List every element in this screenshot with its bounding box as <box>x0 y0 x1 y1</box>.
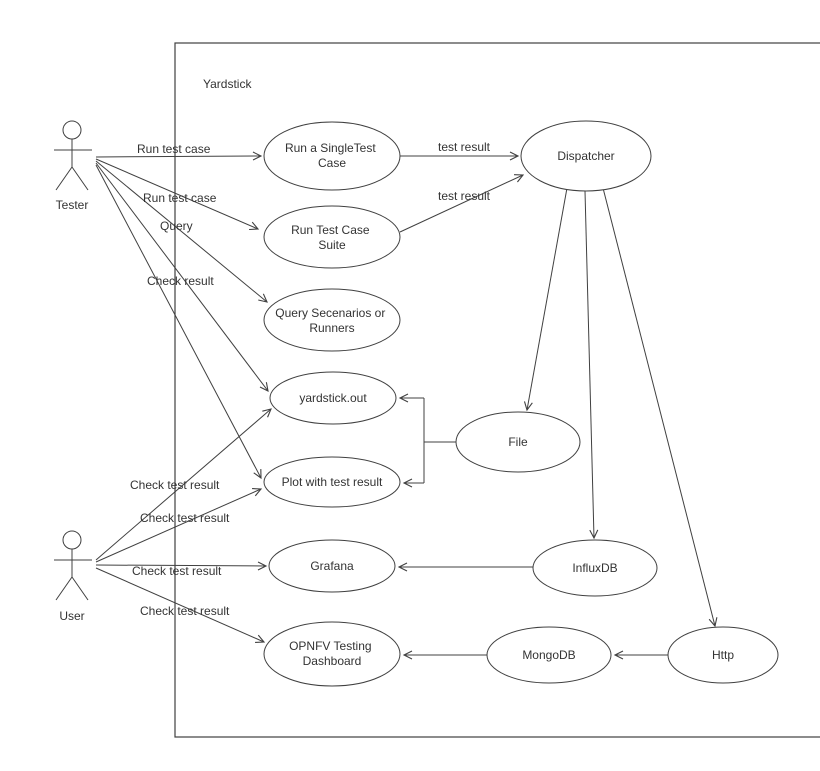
dispatcher-ellipse <box>520 120 652 192</box>
node-grafana: Grafana <box>268 539 396 593</box>
run-single-label: Run a SingleTest Case <box>285 141 379 170</box>
file-label: File <box>508 435 528 449</box>
edge-user-opnfv <box>95 567 266 643</box>
grafana-label: Grafana <box>310 559 354 573</box>
edge-user-plot <box>95 488 263 563</box>
system-title: Yardstick <box>203 77 252 91</box>
run-suite-ellipse <box>263 205 401 269</box>
node-query-scenarios: Query Secenarios or Runners <box>263 288 401 352</box>
edge-tester-run-single <box>95 151 263 161</box>
mongodb-ellipse <box>486 626 612 684</box>
opnfv-ellipse <box>263 621 401 687</box>
edge-label-check-test-result-1: Check test result <box>130 478 220 492</box>
edge-label-check-test-result-4: Check test result <box>140 604 230 618</box>
node-mongodb: MongoDB <box>486 626 612 684</box>
node-http: Http <box>667 626 779 684</box>
query-scenarios-ellipse <box>263 288 401 352</box>
edge-run-suite-dispatcher <box>399 174 525 233</box>
query-scenarios-label: Query Secenarios or Runners <box>275 306 388 335</box>
influxdb-label: InfluxDB <box>572 561 617 575</box>
run-suite-label: Run Test Case Suite <box>291 223 373 252</box>
node-file: File <box>455 411 581 473</box>
edge-label-run-test-case-2: Run test case <box>143 191 217 205</box>
yardstick-out-label: yardstick.out <box>299 391 367 405</box>
run-single-ellipse <box>263 121 401 191</box>
mongodb-label: MongoDB <box>522 648 575 662</box>
actor-user-label: User <box>59 609 84 623</box>
http-label: Http <box>712 648 734 662</box>
file-ellipse <box>455 411 581 473</box>
influxdb-ellipse <box>532 539 658 597</box>
grafana-ellipse <box>268 539 396 593</box>
edge-tester-query <box>95 160 268 303</box>
tester-leg-left <box>55 166 73 191</box>
node-influxdb: InfluxDB <box>532 539 658 597</box>
edge-dispatcher-influxdb <box>584 190 599 540</box>
edge-label-query: Query <box>160 219 193 233</box>
plot-label: Plot with test result <box>282 475 383 489</box>
actor-tester: Tester <box>54 120 92 212</box>
node-yardstick-out: yardstick.out <box>269 371 397 425</box>
edge-tester-run-suite <box>95 158 260 231</box>
edge-label-check-result: Check result <box>147 274 214 288</box>
node-run-suite: Run Test Case Suite <box>263 205 401 269</box>
user-leg-right <box>71 576 89 601</box>
edge-label-run-test-case-1: Run test case <box>137 142 211 156</box>
edge-dispatcher-http <box>602 187 718 628</box>
tester-head <box>62 120 82 140</box>
system-boundary <box>174 42 820 738</box>
edge-tester-plot <box>95 164 262 480</box>
edge-user-yardstick-out <box>95 408 272 561</box>
tester-leg-right <box>71 166 89 191</box>
node-plot: Plot with test result <box>263 456 401 508</box>
http-ellipse <box>667 626 779 684</box>
dispatcher-label: Dispatcher <box>557 149 614 163</box>
edge-tester-yardstick-out <box>95 162 269 392</box>
node-dispatcher: Dispatcher <box>520 120 652 192</box>
edge-label-check-test-result-3: Check test result <box>132 564 222 578</box>
actor-tester-label: Tester <box>56 198 89 212</box>
edge-label-check-test-result-2: Check test result <box>140 511 230 525</box>
edge-label-test-result-2: test result <box>438 189 491 203</box>
node-run-single: Run a SingleTest Case <box>263 121 401 191</box>
actor-user: User <box>54 530 92 623</box>
plot-ellipse <box>263 456 401 508</box>
yardstick-out-ellipse <box>269 371 397 425</box>
user-head <box>62 530 82 550</box>
node-opnfv: OPNFV Testing Dashboard <box>263 621 401 687</box>
edge-dispatcher-file <box>523 187 568 412</box>
user-leg-left <box>55 576 73 601</box>
edge-user-grafana <box>95 561 268 571</box>
edge-label-test-result-1: test result <box>438 140 491 154</box>
opnfv-label: OPNFV Testing Dashboard <box>289 639 375 668</box>
